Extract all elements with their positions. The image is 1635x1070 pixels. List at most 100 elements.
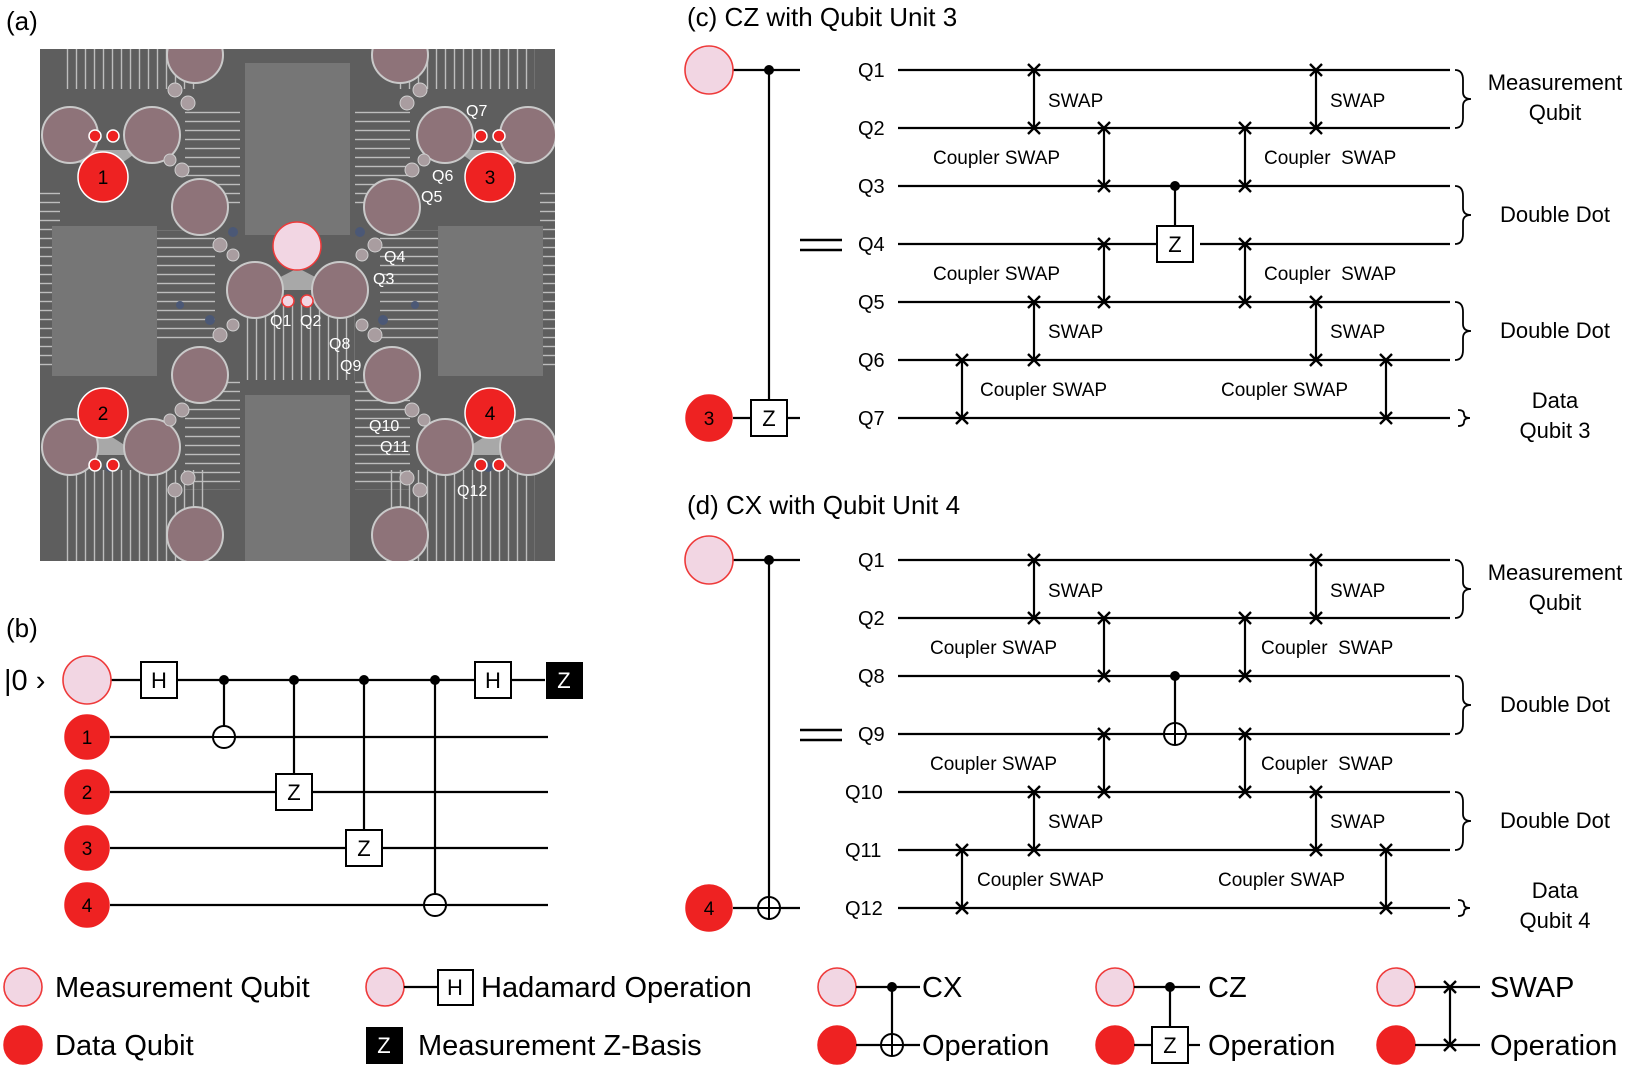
swap-label: SWAP: [1330, 812, 1385, 833]
data-qubit-number: 4: [704, 899, 715, 920]
wire-label: Q2: [858, 118, 885, 140]
gate-pad: [245, 63, 350, 235]
data-qubit-2: [64, 769, 110, 815]
wire-label: Q9: [858, 724, 885, 746]
swap-label: SWAP: [1048, 581, 1103, 602]
circuit-c: 3 Z Q1 Q2 Q3 Q4 Q5 Q6 Q7: [684, 45, 1623, 443]
coupler-swap-label: Coupler SWAP: [980, 380, 1107, 401]
z-gate: [1156, 225, 1194, 263]
legend-cx-op: Operation: [922, 1030, 1049, 1062]
chip-q-label: Q11: [380, 439, 409, 456]
wire-label: Q6: [858, 350, 885, 372]
panel-a-label: (a): [6, 6, 38, 36]
z-gate: [275, 773, 313, 811]
chip-data-label: 1: [98, 168, 109, 189]
chip-data-qubit-3: [464, 151, 516, 203]
group-label: Double Dot: [1500, 808, 1610, 833]
z-measurement-gate: [546, 662, 583, 699]
legend-swap-op: Operation: [1490, 1030, 1617, 1062]
panel-c-label: (c) CZ with Qubit Unit 3: [687, 2, 957, 32]
data-qubit-3: [685, 394, 733, 442]
group-label: Measurement: [1488, 560, 1623, 585]
coupler-swap-label: Coupler SWAP: [1218, 870, 1345, 891]
coupler-swap-label: Coupler SWAP: [1264, 264, 1396, 285]
group-label: Qubit 3: [1520, 418, 1591, 443]
chip-data-label: 2: [98, 404, 109, 425]
legend-cz-op: Operation: [1208, 1030, 1335, 1062]
z-measurement-label: Z: [557, 668, 570, 693]
wire-label: Q12: [845, 898, 883, 920]
legend-measurement-label: Measurement Qubit: [55, 972, 310, 1004]
wire-label: Q10: [845, 782, 883, 804]
chip-q-label: Q7: [466, 103, 487, 120]
data-qubit-4: [64, 882, 110, 928]
hadamard-gate: [140, 661, 178, 699]
data-qubit-number: 1: [82, 728, 93, 749]
z-gate-label: Z: [287, 780, 300, 805]
chip-data-qubit-4: [464, 387, 516, 439]
z-gate-label: Z: [1168, 232, 1181, 257]
chip-q-label: Q3: [373, 271, 394, 288]
swap-gates: [960, 560, 1388, 908]
chip-data-label: 4: [485, 404, 496, 425]
coupler-swap-label: Coupler SWAP: [930, 754, 1057, 775]
chip-measurement-qubit: [272, 221, 322, 271]
coupler-swap-label: Coupler SWAP: [1261, 754, 1393, 775]
legend-cz-box: Z: [1163, 1033, 1176, 1058]
chip-layout: [40, 49, 555, 561]
swap-crosses: [955, 63, 1393, 425]
legend-hadamard-icon: [365, 967, 405, 1007]
swap-crosses: [955, 553, 1393, 915]
z-gate-label: Z: [357, 836, 370, 861]
group-label: Data: [1532, 878, 1579, 903]
hadamard-gate: [474, 661, 512, 699]
legend-zmeasure-label: Measurement Z-Basis: [418, 1030, 702, 1062]
chip-q-label: Q4: [384, 249, 405, 266]
gate-pad: [245, 395, 350, 561]
gate-pad: [52, 226, 157, 376]
wire-label: Q3: [858, 176, 885, 198]
measurement-qubit: [684, 535, 734, 585]
chip-q-label: Q9: [340, 358, 361, 375]
legend-cx-icon: [817, 967, 857, 1007]
chip-q-label: Q2: [300, 313, 321, 330]
swap-label: SWAP: [1048, 322, 1103, 343]
panel-d-label: (d) CX with Qubit Unit 4: [687, 490, 960, 520]
chip-q-label: Q8: [329, 336, 350, 353]
circuit-b: |0 › 1 2 3 4 H H Z Z Z: [4, 655, 583, 928]
legend-swap-icon: [1376, 967, 1416, 1007]
swap-label: SWAP: [1330, 91, 1385, 112]
coupler-swap-label: Coupler SWAP: [933, 148, 1060, 169]
gate-pad: [438, 226, 543, 376]
group-label: Double Dot: [1500, 318, 1610, 343]
legend-cz-icon: [1095, 967, 1135, 1007]
group-label: Measurement: [1488, 70, 1623, 95]
data-qubit-1: [64, 714, 110, 760]
data-qubit-number: 4: [82, 896, 93, 917]
data-qubit-number: 2: [82, 783, 93, 804]
hadamard-gate-label: H: [485, 668, 501, 693]
data-qubit-number: 3: [82, 839, 93, 860]
legend-cz-label: CZ: [1208, 972, 1247, 1004]
legend-h-box: H: [447, 975, 463, 1000]
chip-q-label: Q10: [369, 418, 399, 435]
group-label: Qubit: [1529, 100, 1582, 125]
legend-measurement-icon: [3, 967, 43, 1007]
wire-label: Q1: [858, 60, 885, 82]
group-label: Data: [1532, 388, 1579, 413]
group-label: Qubit: [1529, 590, 1582, 615]
swap-label: SWAP: [1048, 812, 1103, 833]
wire-label: Q2: [858, 608, 885, 630]
wire-label: Q8: [858, 666, 885, 688]
wire-label: Q11: [845, 840, 881, 862]
chip-q-label: Q5: [421, 189, 442, 206]
data-qubit-number: 3: [704, 409, 715, 430]
small-dots: [163, 82, 431, 498]
chip-data-qubit-2: [77, 387, 129, 439]
chip-q-label: Q6: [432, 168, 453, 185]
z-gate: [750, 399, 788, 437]
z-gate: [345, 829, 383, 867]
data-qubit-3: [64, 825, 110, 871]
coupler-swap-label: Coupler SWAP: [1264, 148, 1396, 169]
swap-label: SWAP: [1330, 322, 1385, 343]
